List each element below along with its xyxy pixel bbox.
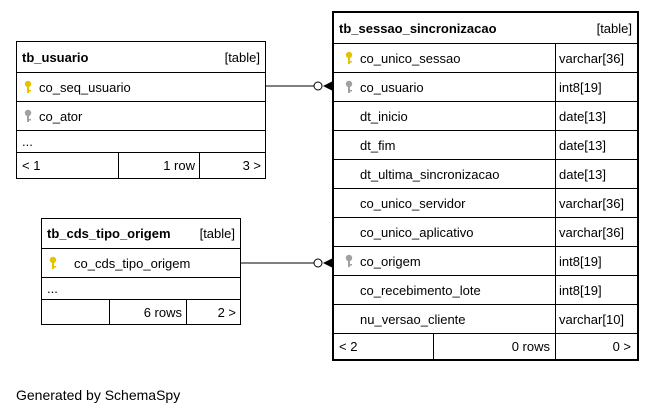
more-columns-row: ...: [17, 130, 265, 152]
column-row[interactable]: dt_ultima_sincronizacao date[13]: [334, 159, 637, 188]
parents-count[interactable]: < 2: [339, 339, 358, 354]
table-kind: [table]: [596, 20, 632, 36]
column-name: co_unico_servidor: [360, 195, 466, 211]
table-name: tb_cds_tipo_origem: [47, 226, 171, 241]
table-footer: < 2 0 rows 0 >: [334, 333, 637, 359]
children-count[interactable]: 0 >: [612, 339, 631, 354]
column-name: co_seq_usuario: [39, 79, 131, 95]
column-row[interactable]: dt_fim date[13]: [334, 130, 637, 159]
column-type: date[13]: [559, 166, 606, 182]
column-type: int8[19]: [559, 79, 602, 95]
column-row[interactable]: dt_inicio date[13]: [334, 101, 637, 130]
column-name: co_ator: [39, 108, 83, 124]
column-type: varchar[10]: [559, 311, 625, 327]
column-row[interactable]: co_cds_tipo_origem: [42, 248, 240, 277]
foreign-key-icon: [24, 109, 32, 122]
primary-key-icon: [345, 51, 353, 64]
column-row[interactable]: co_seq_usuario: [17, 72, 265, 101]
column-row[interactable]: co_usuario int8[19]: [334, 72, 637, 101]
row-count: 1 row: [163, 158, 195, 173]
column-type: int8[19]: [559, 253, 602, 269]
table-footer: < 1 1 row 3 >: [17, 152, 265, 178]
table-tb-cds-tipo-origem[interactable]: tb_cds_tipo_origem [table] co_cds_tipo_o…: [41, 218, 241, 325]
foreign-key-icon: [345, 80, 353, 93]
row-count: 6 rows: [143, 304, 182, 320]
column-name: nu_versao_cliente: [360, 311, 466, 327]
column-name: dt_inicio: [360, 108, 408, 124]
column-type: int8[19]: [559, 282, 602, 298]
column-type: varchar[36]: [559, 50, 625, 66]
column-name: co_recebimento_lote: [360, 282, 481, 298]
column-type: date[13]: [559, 137, 606, 153]
column-row[interactable]: co_unico_servidor varchar[36]: [334, 188, 637, 217]
table-header[interactable]: tb_sessao_sincronizacao [table]: [334, 13, 637, 43]
column-row[interactable]: co_unico_sessao varchar[36]: [334, 43, 637, 72]
children-count[interactable]: 2 >: [217, 304, 236, 320]
row-count: 0 rows: [511, 339, 550, 354]
primary-key-icon: [49, 256, 57, 269]
column-name: co_origem: [360, 253, 421, 269]
table-footer: 6 rows 2 >: [42, 299, 240, 324]
column-name: co_unico_sessao: [360, 50, 461, 66]
column-row[interactable]: co_recebimento_lote int8[19]: [334, 275, 637, 304]
column-type: date[13]: [559, 108, 606, 124]
table-tb-usuario[interactable]: tb_usuario [table] co_seq_usuario co_ato…: [16, 41, 266, 179]
table-name: tb_usuario: [22, 49, 89, 65]
children-count[interactable]: 3 >: [242, 158, 261, 173]
column-type: varchar[36]: [559, 224, 625, 240]
table-header[interactable]: tb_usuario [table]: [17, 42, 265, 72]
column-name: co_unico_aplicativo: [360, 224, 474, 240]
primary-key-icon: [24, 80, 32, 93]
column-row[interactable]: co_unico_aplicativo varchar[36]: [334, 217, 637, 246]
table-kind: [table]: [224, 49, 260, 65]
column-row[interactable]: co_origem int8[19]: [334, 246, 637, 275]
column-row[interactable]: co_ator: [17, 101, 265, 130]
column-name: co_usuario: [360, 79, 424, 95]
ellipsis: ...: [47, 281, 58, 296]
ellipsis: ...: [22, 134, 33, 149]
table-tb-sessao-sincronizacao[interactable]: tb_sessao_sincronizacao [table] co_unico…: [332, 11, 639, 361]
more-columns-row: ...: [42, 277, 240, 299]
parents-count[interactable]: < 1: [22, 158, 41, 173]
relationship-tipo-origem-sessao: [241, 258, 333, 268]
column-name: dt_ultima_sincronizacao: [360, 166, 500, 182]
relationship-usuario-sessao: [266, 81, 333, 91]
table-name: tb_sessao_sincronizacao: [339, 20, 497, 36]
column-name: co_cds_tipo_origem: [74, 255, 191, 271]
foreign-key-icon: [345, 254, 353, 267]
column-row[interactable]: nu_versao_cliente varchar[10]: [334, 304, 637, 333]
column-type: varchar[36]: [559, 195, 625, 211]
table-kind: [table]: [199, 226, 235, 241]
generated-by-caption: Generated by SchemaSpy: [16, 387, 181, 403]
column-name: dt_fim: [360, 137, 396, 153]
table-header[interactable]: tb_cds_tipo_origem [table]: [42, 219, 240, 248]
